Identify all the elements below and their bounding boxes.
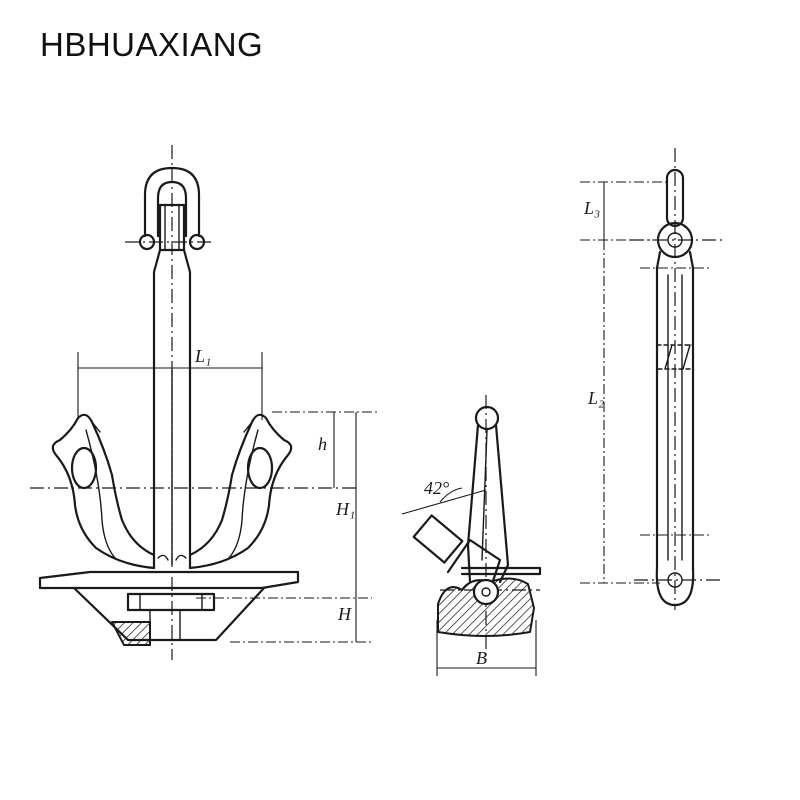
- dimension-label-l1: L₁: [194, 346, 211, 366]
- shank-bar: [655, 250, 695, 570]
- dimension-label-b: B: [476, 648, 487, 668]
- dimension-label-l2: L₂: [587, 388, 604, 408]
- anchor-left-fluke: [51, 413, 156, 570]
- anchor-shank: [152, 248, 192, 570]
- dimension-label-h1: H₁: [335, 499, 355, 519]
- dimension-label-l3: L₃: [583, 198, 600, 218]
- angle-label: 42°: [424, 478, 449, 498]
- dimension-label-big-h: H: [337, 604, 352, 624]
- anchor-front-view: L₁ h H₁ H: [30, 145, 380, 660]
- anchor-shank-view: L₃ L₂: [580, 148, 724, 610]
- anchor-shackle: [143, 166, 201, 238]
- dimension-label-h: h: [318, 434, 327, 454]
- anchor-right-fluke: [188, 413, 293, 570]
- brand-watermark: HBHUAXIANG: [40, 26, 264, 63]
- anchor-side-view: 42° B: [401, 395, 542, 676]
- anchor-crown: [38, 570, 300, 590]
